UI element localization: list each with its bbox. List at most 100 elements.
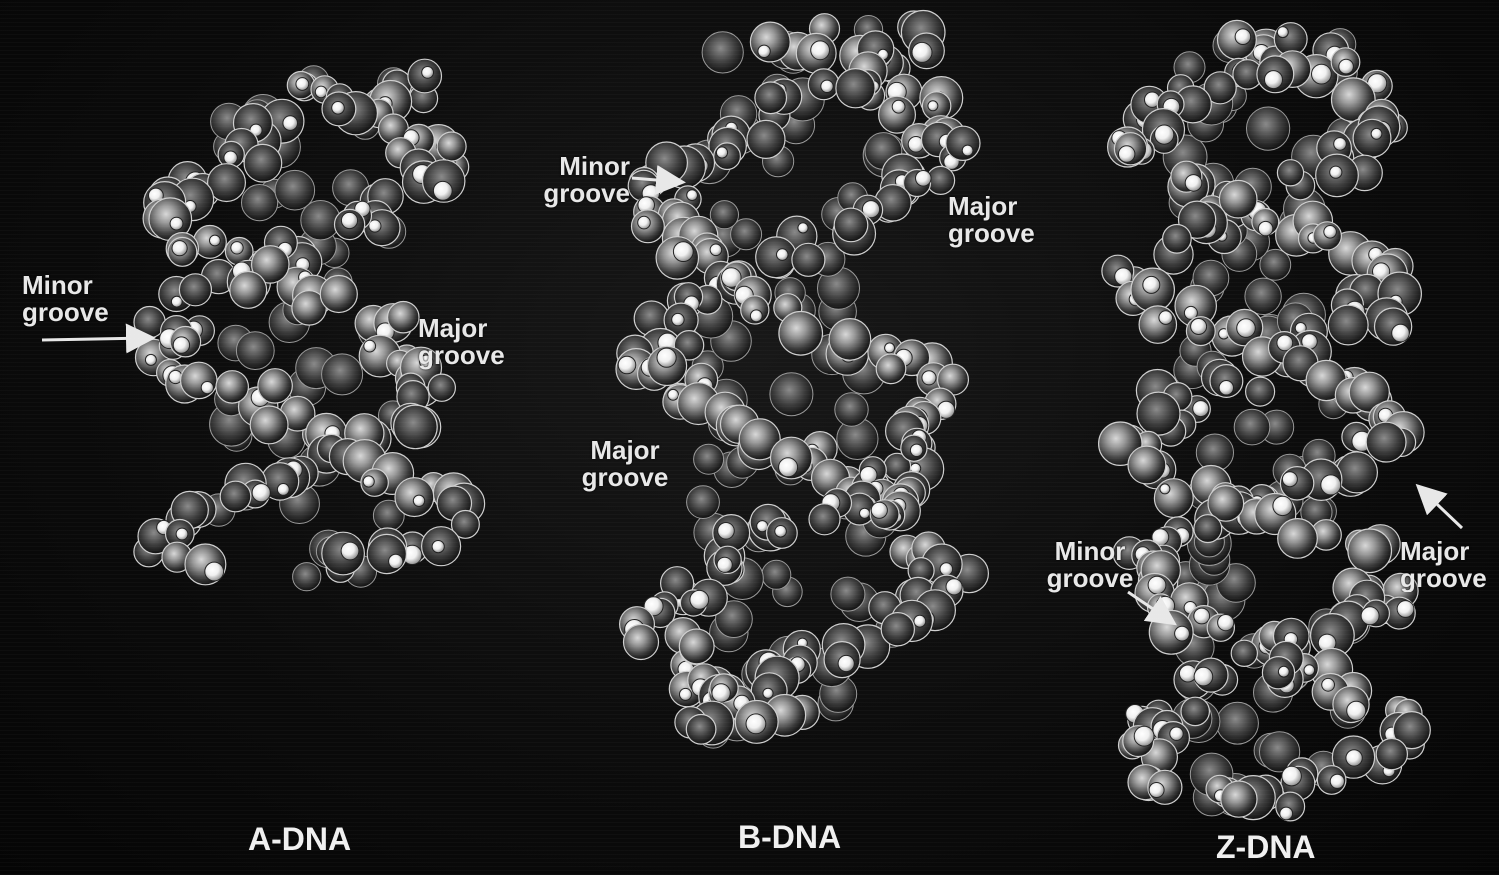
backbone-atom — [220, 481, 251, 512]
hydrogen-atom — [910, 444, 922, 456]
backbone-atom — [181, 362, 217, 398]
hydrogen-atom — [1194, 667, 1213, 686]
base-atom — [1245, 278, 1281, 314]
hydrogen-atom — [1155, 125, 1174, 144]
hydrogen-atom — [205, 562, 224, 581]
hydrogen-atom — [1185, 175, 1202, 192]
hydrogen-atom — [940, 563, 953, 576]
hydrogen-atom — [638, 216, 651, 229]
backbone-atom — [394, 405, 438, 449]
hydrogen-atom — [1330, 774, 1344, 788]
hydrogen-atom — [341, 542, 359, 560]
z-dna-model — [1099, 20, 1431, 820]
backbone-atom — [1348, 529, 1392, 573]
backbone-atom — [1128, 446, 1166, 484]
hydrogen-atom — [716, 147, 727, 158]
hydrogen-atom — [173, 337, 189, 353]
base-atom — [293, 563, 321, 591]
hydrogen-atom — [1235, 29, 1251, 45]
backbone-atom — [792, 243, 825, 276]
hydrogen-atom — [757, 521, 768, 532]
hydrogen-atom — [1160, 484, 1170, 494]
hydrogen-atom — [1273, 496, 1292, 515]
hydrogen-atom — [871, 502, 887, 518]
backbone-atom — [320, 276, 357, 313]
hydrogen-atom — [145, 354, 156, 365]
hydrogen-atom — [922, 371, 936, 385]
backbone-atom — [1246, 377, 1275, 406]
backbone-atom — [876, 354, 906, 384]
hydrogen-atom — [1361, 607, 1379, 625]
backbone-atom — [624, 625, 659, 660]
hydrogen-atom — [1346, 750, 1362, 766]
hydrogen-atom — [710, 244, 722, 256]
backbone-atom — [1154, 479, 1193, 518]
backbone-atom — [1278, 519, 1318, 559]
b-dna-title: B-DNA — [738, 820, 841, 854]
hydrogen-atom — [1194, 608, 1210, 624]
hydrogen-atom — [916, 171, 932, 187]
hydrogen-atom — [1170, 727, 1183, 740]
hydrogen-atom — [1218, 615, 1234, 631]
base-atom — [1234, 409, 1270, 445]
hydrogen-atom — [1280, 807, 1293, 820]
backbone-atom — [367, 534, 406, 573]
hydrogen-atom — [672, 313, 684, 325]
hydrogen-atom — [364, 340, 376, 352]
hydrogen-atom — [1143, 276, 1160, 293]
a-dna-minor-groove-label: Minor groove — [22, 272, 132, 326]
hydrogen-atom — [433, 181, 452, 200]
base-atom — [835, 393, 868, 426]
base-atom — [322, 354, 363, 395]
b-dna-major-groove-upper-label: Major groove — [948, 193, 1058, 247]
backbone-atom — [1194, 515, 1222, 543]
hydrogen-atom — [363, 476, 374, 487]
hydrogen-atom — [1322, 678, 1335, 691]
hydrogen-atom — [1175, 626, 1190, 641]
hydrogen-atom — [1219, 381, 1233, 395]
hydrogen-atom — [668, 389, 679, 400]
backbone-atom — [1221, 781, 1257, 817]
b-dna-major-groove-lower-label: Major groove — [570, 437, 680, 491]
backbone-atom — [755, 82, 787, 114]
hydrogen-atom — [1134, 726, 1154, 746]
hydrogen-atom — [201, 382, 213, 394]
hydrogen-atom — [657, 348, 676, 367]
backbone-atom — [1277, 160, 1303, 186]
a-minor-groove-arrow — [42, 338, 150, 340]
hydrogen-atom — [777, 249, 789, 261]
hydrogen-atom — [341, 212, 357, 228]
hydrogen-atom — [838, 655, 854, 671]
hydrogen-atom — [821, 80, 833, 92]
hydrogen-atom — [912, 42, 932, 62]
base-atom — [236, 332, 274, 370]
backbone-atom — [428, 374, 455, 401]
backbone-atom — [437, 132, 466, 161]
hydrogen-atom — [1282, 766, 1302, 786]
hydrogen-atom — [892, 100, 905, 113]
backbone-atom — [388, 302, 419, 333]
hydrogen-atom — [673, 242, 693, 262]
hydrogen-atom — [231, 242, 243, 254]
a-dna-title: A-DNA — [248, 822, 351, 856]
hydrogen-atom — [712, 684, 730, 702]
hydrogen-atom — [170, 217, 183, 230]
hydrogen-atom — [283, 116, 298, 131]
hydrogen-atom — [1277, 27, 1288, 38]
hydrogen-atom — [860, 508, 870, 518]
hydrogen-atom — [1304, 665, 1315, 676]
hydrogen-atom — [176, 528, 188, 540]
hydrogen-atom — [210, 235, 221, 246]
hydrogen-atom — [928, 101, 938, 111]
z-major-groove-arrow — [1420, 488, 1462, 528]
backbone-atom — [756, 237, 797, 278]
backbone-atom — [1181, 697, 1209, 725]
backbone-atom — [179, 274, 211, 306]
hydrogen-atom — [1148, 576, 1166, 594]
hydrogen-atom — [172, 241, 187, 256]
hydrogen-atom — [717, 557, 732, 572]
backbone-atom — [1139, 306, 1176, 343]
b-dna-minor-groove-label: Minor groove — [530, 153, 630, 207]
